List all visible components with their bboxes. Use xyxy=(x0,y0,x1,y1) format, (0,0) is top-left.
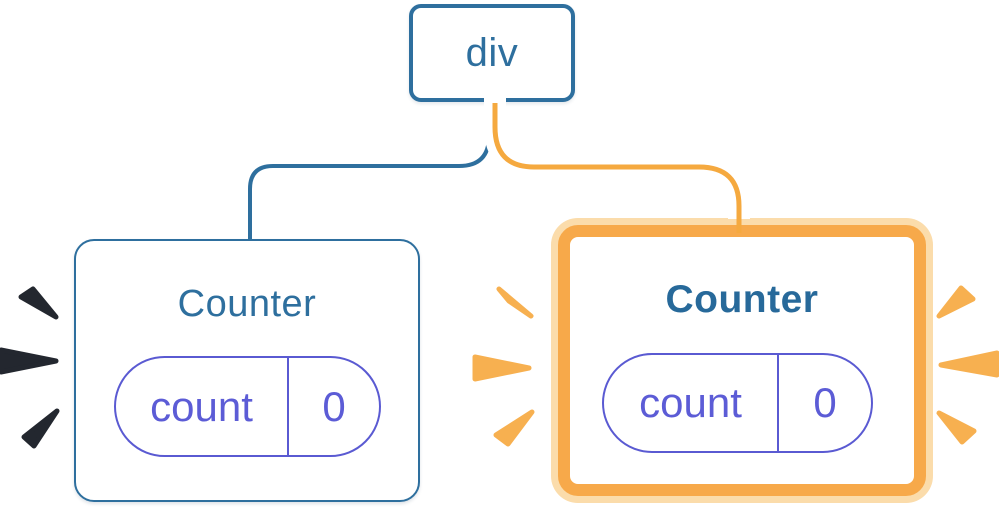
state-pill: count 0 xyxy=(602,353,873,453)
poof-marks-left xyxy=(0,286,60,449)
state-value-label: 0 xyxy=(813,379,837,426)
state-key-cell: count xyxy=(116,358,289,455)
sparkle-mark xyxy=(936,285,976,319)
state-key-cell: count xyxy=(604,355,779,451)
counter-title: Counter xyxy=(177,283,317,325)
edge-root-to-right-counter xyxy=(492,103,742,233)
state-value-cell: 0 xyxy=(779,355,871,451)
poof-mark xyxy=(0,347,59,375)
state-value-cell: 0 xyxy=(289,358,379,455)
poof-mark xyxy=(21,408,60,449)
counter-title: Counter xyxy=(665,278,819,321)
sparkle-mark xyxy=(496,286,534,319)
counter-node-left: Counter count 0 xyxy=(74,239,420,502)
sparkle-mark xyxy=(493,409,535,447)
edge-root-to-right-counter-casing xyxy=(484,96,750,219)
state-value-label: 0 xyxy=(322,382,346,430)
state-key-label: count xyxy=(639,379,742,426)
sparkle-mark xyxy=(938,350,999,378)
sparkle-marks-middle xyxy=(472,286,535,447)
root-node: div xyxy=(409,4,575,102)
sparkle-marks-right xyxy=(936,285,999,445)
edge-root-to-left-counter xyxy=(248,104,491,241)
sparkle-mark xyxy=(936,410,977,445)
state-key-label: count xyxy=(150,382,253,430)
sparkle-mark xyxy=(472,354,532,382)
poof-mark xyxy=(18,286,59,320)
state-pill: count 0 xyxy=(114,356,381,457)
counter-node-right-highlighted: Counter count 0 xyxy=(558,225,926,496)
root-node-label: div xyxy=(465,30,519,75)
